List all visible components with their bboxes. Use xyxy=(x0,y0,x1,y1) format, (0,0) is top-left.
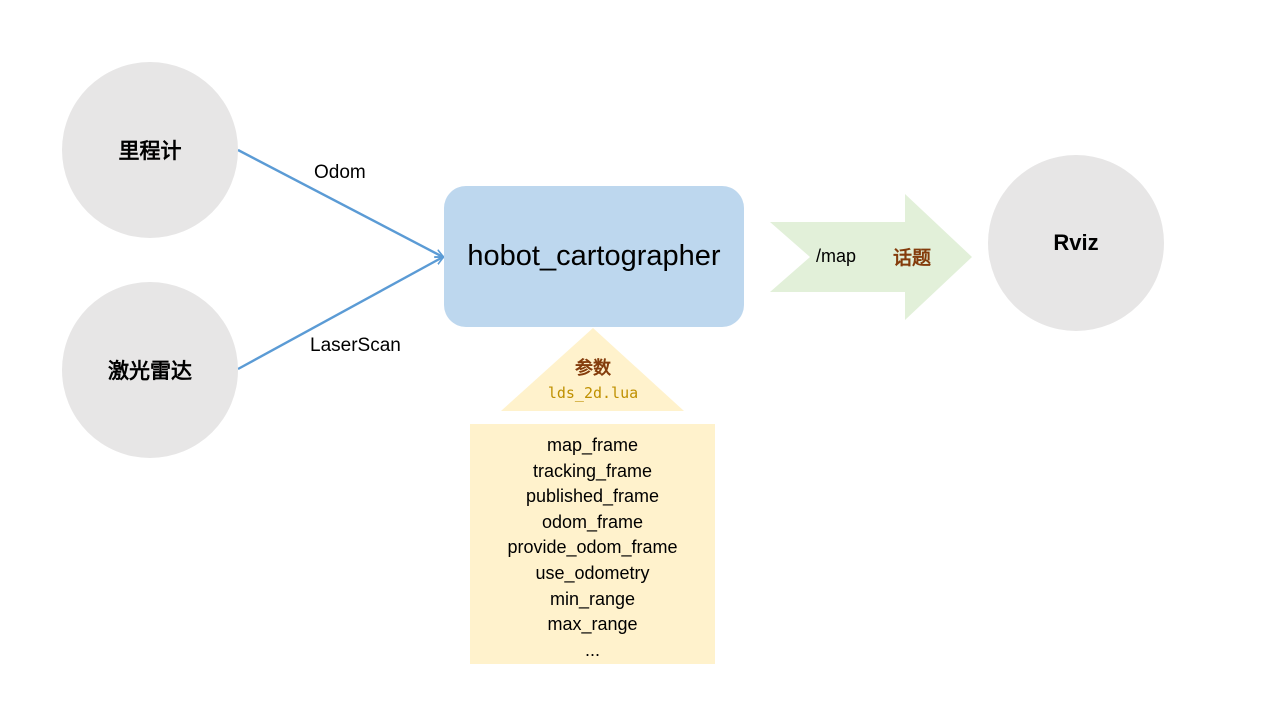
edge-laser-label: LaserScan xyxy=(310,335,401,356)
param-item: provide_odom_frame xyxy=(507,537,678,558)
node-hobot-cartographer: hobot_cartographer xyxy=(444,186,744,327)
param-title: 参数 xyxy=(575,358,611,379)
param-item: tracking_frame xyxy=(532,460,653,481)
param-item: odom_frame xyxy=(541,511,644,532)
node-rviz-label: Rviz xyxy=(1053,230,1099,255)
param-item: ... xyxy=(584,639,600,660)
node-main-label: hobot_cartographer xyxy=(467,240,721,272)
node-lidar: 激光雷达 xyxy=(62,282,238,458)
topic-label: 话题 xyxy=(893,247,932,269)
node-odometer-label: 里程计 xyxy=(118,139,182,163)
edge-odom-label: Odom xyxy=(314,162,366,183)
param-item: min_range xyxy=(549,588,636,609)
topic-name: /map xyxy=(816,246,857,266)
node-odometer: 里程计 xyxy=(62,62,238,238)
edge-odom-line xyxy=(237,148,443,257)
param-item: map_frame xyxy=(546,435,639,455)
edge-laser-line xyxy=(237,257,443,371)
param-item: published_frame xyxy=(525,486,660,507)
node-rviz: Rviz xyxy=(988,155,1164,331)
param-file: lds_2d.lua xyxy=(547,384,639,402)
param-item: use_odometry xyxy=(535,562,650,583)
node-lidar-label: 激光雷达 xyxy=(108,359,192,383)
param-item: max_range xyxy=(547,614,638,635)
